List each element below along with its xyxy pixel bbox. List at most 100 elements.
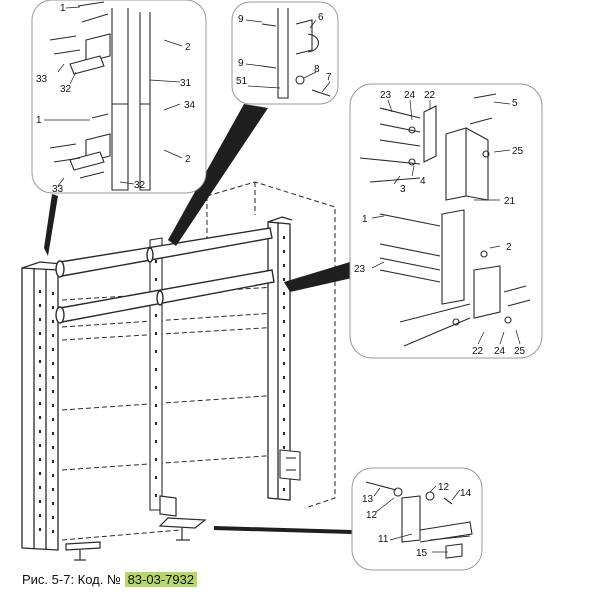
bubble-leaders <box>371 99 521 345</box>
main-assembly <box>21 181 336 561</box>
post-hole <box>283 264 285 267</box>
bubble-leaders <box>44 6 183 187</box>
post-hole <box>52 474 54 477</box>
post-hole <box>155 314 157 317</box>
callout-label: 23 <box>354 264 366 275</box>
callout-label: 32 <box>60 84 72 95</box>
post-hole <box>39 514 41 517</box>
post-hole <box>39 402 41 405</box>
post-hole <box>155 422 157 425</box>
post-hole <box>52 502 54 505</box>
post-hole <box>155 404 157 407</box>
post-hole <box>52 348 54 351</box>
post-hole <box>283 292 285 295</box>
post-hole <box>39 528 41 531</box>
callout-label: 5 <box>512 98 518 109</box>
product-code: 83-03-7932 <box>124 572 198 587</box>
callout-label: 2 <box>185 42 191 53</box>
callout-label: 33 <box>36 74 48 85</box>
callout-label: 4 <box>420 176 426 187</box>
post-hole <box>39 332 41 335</box>
post-hole <box>39 360 41 363</box>
post-hole <box>39 374 41 377</box>
callout-label: 9 <box>238 58 244 69</box>
post-hole <box>39 444 41 447</box>
callout-label: 2 <box>185 154 191 165</box>
right-post <box>267 216 293 501</box>
callout-label: 8 <box>314 64 320 75</box>
post-hole <box>52 292 54 295</box>
rail-lower <box>55 269 275 324</box>
foot-brackets <box>65 495 207 561</box>
wall-clip <box>279 449 301 481</box>
post-hole <box>52 376 54 379</box>
post-hole <box>52 362 54 365</box>
post-hole <box>155 440 157 443</box>
post-hole <box>155 494 157 497</box>
post-hole <box>52 530 54 533</box>
post-hole <box>52 320 54 323</box>
callout-label: 12 <box>438 482 450 493</box>
post-hole <box>155 476 157 479</box>
post-hole <box>155 350 157 353</box>
post-hole <box>39 486 41 489</box>
post-hole <box>155 260 157 263</box>
post-hole <box>52 446 54 449</box>
bubble-leaders <box>373 485 461 553</box>
callout-label: 13 <box>362 494 374 505</box>
callout-label: 14 <box>460 488 472 499</box>
post-hole <box>52 432 54 435</box>
post-hole <box>283 306 285 309</box>
post-hole <box>39 430 41 433</box>
callout-label: 23 <box>380 90 392 101</box>
callout-label: 9 <box>238 14 244 25</box>
post-hole <box>155 332 157 335</box>
post-hole <box>283 320 285 323</box>
post-holes <box>39 236 285 533</box>
detail-bubble-bottom-right: 13 12 12 14 11 15 <box>351 467 483 571</box>
callout-label: 2 <box>506 242 512 253</box>
callout-label: 1 <box>60 3 66 14</box>
callout-label: 51 <box>236 76 248 87</box>
detail-bubble-top-left: 1 2 33 32 31 1 34 2 33 32 <box>31 0 207 195</box>
callout-label: 11 <box>378 534 389 545</box>
leader-wedges <box>44 104 352 534</box>
wall-outline <box>206 181 336 509</box>
callout-label: 25 <box>514 346 526 357</box>
post-hole <box>283 418 285 421</box>
post-hole <box>52 404 54 407</box>
callout-label: 31 <box>180 78 192 89</box>
callout-label: 34 <box>184 100 196 111</box>
callout-label: 25 <box>512 146 524 157</box>
post-hole <box>155 458 157 461</box>
detail-bubble-top-center: 9 6 9 8 51 7 <box>231 1 339 105</box>
post-hole <box>52 306 54 309</box>
post-hole <box>52 418 54 421</box>
callout-label: 21 <box>504 196 516 207</box>
post-hole <box>283 334 285 337</box>
post-hole <box>283 376 285 379</box>
post-hole <box>52 334 54 337</box>
post-hole <box>283 236 285 239</box>
post-hole <box>283 250 285 253</box>
figure-caption: Рис. 5-7: Код. № 83-03-7932 <box>22 572 198 587</box>
callout-label: 3 <box>400 184 406 195</box>
callout-label: 12 <box>366 510 378 521</box>
post-hole <box>39 500 41 503</box>
callout-label: 24 <box>404 90 416 101</box>
callout-label: 22 <box>472 346 484 357</box>
post-hole <box>155 386 157 389</box>
callout-label: 33 <box>52 184 64 195</box>
callout-label: 7 <box>326 72 332 83</box>
post-hole <box>283 446 285 449</box>
callout-label: 22 <box>424 90 436 101</box>
post-hole <box>52 488 54 491</box>
post-hole <box>52 460 54 463</box>
post-hole <box>283 488 285 491</box>
left-post <box>21 261 64 551</box>
post-hole <box>283 362 285 365</box>
detail-bubble-right: 23 24 22 5 25 3 4 21 1 2 23 22 24 25 <box>349 83 543 359</box>
callout-label: 24 <box>494 346 506 357</box>
post-hole <box>283 390 285 393</box>
